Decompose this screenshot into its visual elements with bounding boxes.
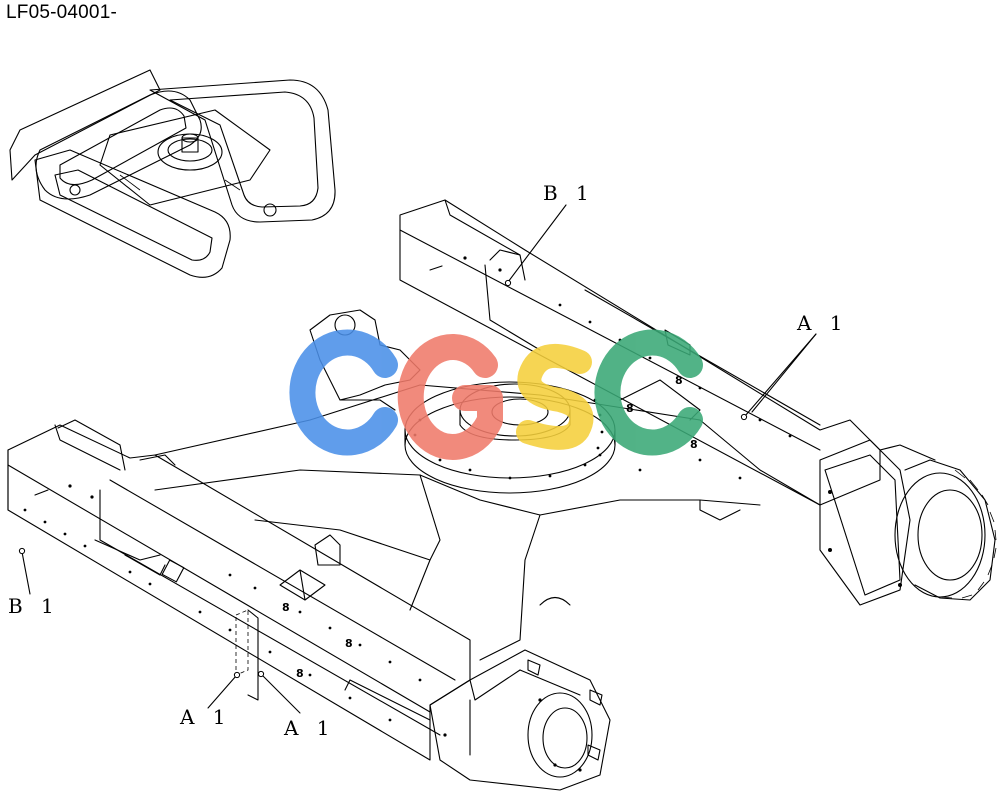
page-title: LF05-04001- <box>6 2 117 23</box>
part-marker: 8 <box>626 402 634 415</box>
callout-label: B 1 <box>8 594 60 618</box>
bolt-holes <box>23 256 902 772</box>
part-marker: 8 <box>296 667 304 680</box>
callout-a1-bottom-right: A 1 <box>257 670 336 740</box>
part-marker: 8 <box>282 601 290 614</box>
part-markers: 8 8 8 8 8 8 <box>282 374 698 680</box>
watermark-logo <box>289 329 703 460</box>
main-track-frame <box>7 199 997 791</box>
watermark-c2 <box>594 329 703 456</box>
part-marker: 8 <box>675 374 683 387</box>
callout-label: A 1 <box>179 705 232 729</box>
watermark-g <box>397 334 503 460</box>
callout-b1-top: B 1 <box>504 181 595 287</box>
part-marker: 8 <box>345 637 353 650</box>
callout-b1-left: B 1 <box>8 547 60 618</box>
callout-label: A 1 <box>283 716 336 740</box>
part-marker: 8 <box>690 438 698 451</box>
callout-label: B 1 <box>543 181 595 205</box>
thumbnail-undercarriage <box>9 69 336 278</box>
callout-a1-right: A 1 <box>740 311 849 421</box>
callout-a1-bottom-left: A 1 <box>179 671 241 729</box>
watermark-c1 <box>289 329 398 456</box>
watermark-s <box>516 343 594 450</box>
callout-label: A 1 <box>796 311 849 335</box>
